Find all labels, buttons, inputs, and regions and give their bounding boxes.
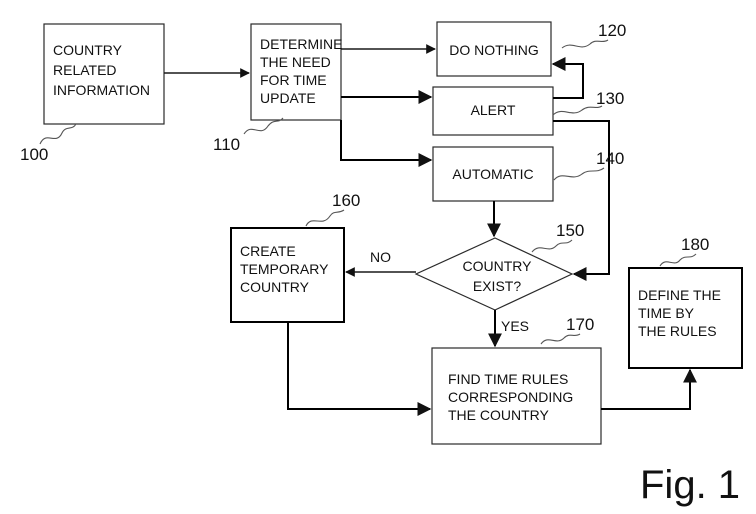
box-country-info-line-1: COUNTRY [53,42,123,58]
ref-140-label: 140 [596,149,624,168]
box-country-info-line-2: RELATED [53,62,117,78]
box-create-temp-line-2: TEMPORARY [240,261,329,277]
box-alert: ALERT [432,86,554,136]
edge-label-no: NO [370,249,391,265]
arrow-find-rules-to-define-time [601,368,697,410]
box-define-time-line-2: TIME BY [638,305,695,321]
box-find-rules-line-2: CORRESPONDING [448,389,573,405]
figure-label: Fig. 1 [640,463,740,507]
box-create-temporary-country: CREATE TEMPORARY COUNTRY [230,227,345,323]
ref-170-label: 170 [566,315,594,334]
box-create-temp-line-1: CREATE [240,243,296,259]
decision-country-exist-line-1: COUNTRY [463,258,533,274]
box-determine-need: DETERMINE THE NEED FOR TIME UPDATE [250,23,342,121]
box-automatic-label: AUTOMATIC [452,166,533,182]
box-find-rules-line-3: THE COUNTRY [448,407,550,423]
box-determine-line-2: THE NEED [260,54,331,70]
ref-120: 120 [561,21,626,49]
box-determine-line-1: DETERMINE [260,36,342,52]
ref-180-label: 180 [681,235,709,254]
box-determine-line-3: FOR TIME [260,72,327,88]
box-create-temp-line-3: COUNTRY [240,279,310,295]
ref-130-label: 130 [596,89,624,108]
box-do-nothing: DO NOTHING [436,21,552,77]
ref-110-label: 110 [213,135,240,154]
ref-160: 160 [305,191,360,227]
box-find-rules-line-1: FIND TIME RULES [448,371,568,387]
ref-150: 150 [531,221,584,253]
box-determine-line-4: UPDATE [260,90,316,106]
ref-120-label: 120 [598,21,626,40]
box-define-time-line-3: THE RULES [638,323,717,339]
arrow-create-temp-to-find-rules [287,322,432,416]
ref-150-label: 150 [556,221,584,240]
box-define-time-line-1: DEFINE THE [638,287,721,303]
edge-label-yes: YES [501,318,529,334]
decision-country-exist: COUNTRY EXIST? [414,237,574,311]
arrow-alert-to-do-nothing [551,57,584,99]
box-find-time-rules: FIND TIME RULES CORRESPONDING THE COUNTR… [431,347,602,445]
arrow-determine-to-automatic [340,120,433,167]
decision-country-exist-line-2: EXIST? [473,278,521,294]
box-automatic: AUTOMATIC [432,146,554,202]
ref-160-label: 160 [332,191,360,210]
ref-110: 110 [213,117,284,154]
ref-140: 140 [553,149,624,181]
arrow-alert-to-decision [553,120,610,281]
box-define-time: DEFINE THE TIME BY THE RULES [628,267,743,369]
ref-100: 100 [20,123,77,164]
ref-100-label: 100 [20,145,48,164]
ref-170: 170 [540,315,594,345]
box-country-related-information: COUNTRY RELATED INFORMATION [43,23,165,125]
ref-130: 130 [552,89,624,116]
box-do-nothing-label: DO NOTHING [449,42,538,58]
ref-180: 180 [659,235,709,267]
box-country-info-line-3: INFORMATION [53,82,150,98]
box-alert-label: ALERT [471,102,516,118]
